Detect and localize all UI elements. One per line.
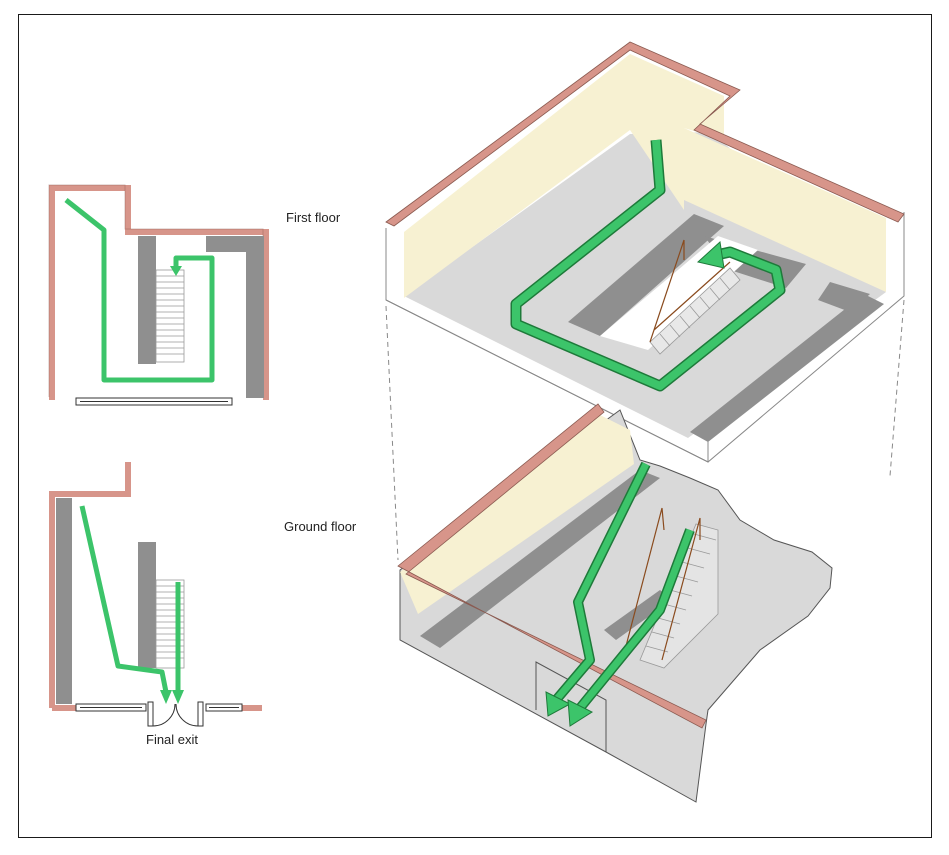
first-floor-plan-window — [75, 397, 233, 406]
final-exit-door — [147, 701, 204, 727]
ground-floor-3d-core-wall — [420, 470, 660, 648]
ground-floor-plan-walls — [49, 462, 131, 708]
ground-floor-plan-route-a-arrow — [160, 690, 172, 704]
first-floor-3d — [385, 41, 905, 463]
ground-floor-label: Ground floor — [284, 519, 357, 534]
first-floor-plan-core-wall — [138, 236, 156, 364]
ground-floor-plan-window-left — [75, 703, 147, 712]
first-floor-3d-back-wall-left — [404, 54, 630, 298]
first-floor-3d-walls — [385, 41, 905, 227]
first-floor-3d-core-wall — [568, 214, 724, 336]
ground-floor-3d-route-a-arrow — [545, 691, 572, 717]
first-floor-3d-back-wall-right — [684, 128, 886, 292]
first-floor-3d-side-wall — [690, 294, 884, 442]
first-floor-plan-route — [64, 198, 215, 383]
ground-floor-plan — [49, 462, 262, 727]
first-floor-plan-right-wall — [246, 236, 264, 398]
first-floor-plan-stairs — [155, 269, 185, 363]
ground-floor-plan-core-wall — [138, 542, 156, 668]
diagram-frame — [18, 14, 932, 838]
ground-floor-3d-route-b-arrow — [567, 699, 594, 727]
projection-lines — [385, 299, 905, 561]
ground-floor-3d-back-wall — [400, 414, 634, 614]
final-exit-label: Final exit — [146, 732, 199, 747]
first-floor-plan — [48, 184, 269, 406]
ground-floor-3d — [397, 403, 833, 803]
ground-floor-3d-handrail — [625, 507, 701, 661]
first-floor-plan-route-arrow — [170, 266, 182, 276]
first-floor-3d-stairs — [649, 267, 741, 355]
ground-floor-3d-route-b — [577, 528, 694, 711]
first-floor-3d-route-arrow — [696, 241, 725, 269]
first-floor-label: First floor — [286, 210, 341, 225]
ground-floor-plan-left-wall — [56, 498, 72, 704]
ground-floor-plan-window-right — [205, 703, 243, 712]
first-floor-plan-walls — [49, 185, 269, 400]
ground-floor-plan-route-a — [79, 505, 169, 693]
first-floor-3d-handrail — [649, 239, 731, 343]
first-floor-3d-route — [512, 139, 784, 390]
ground-floor-plan-route-b-arrow — [172, 690, 184, 704]
ground-floor-3d-walls — [397, 403, 707, 729]
ground-floor-3d-route-a — [553, 462, 650, 703]
